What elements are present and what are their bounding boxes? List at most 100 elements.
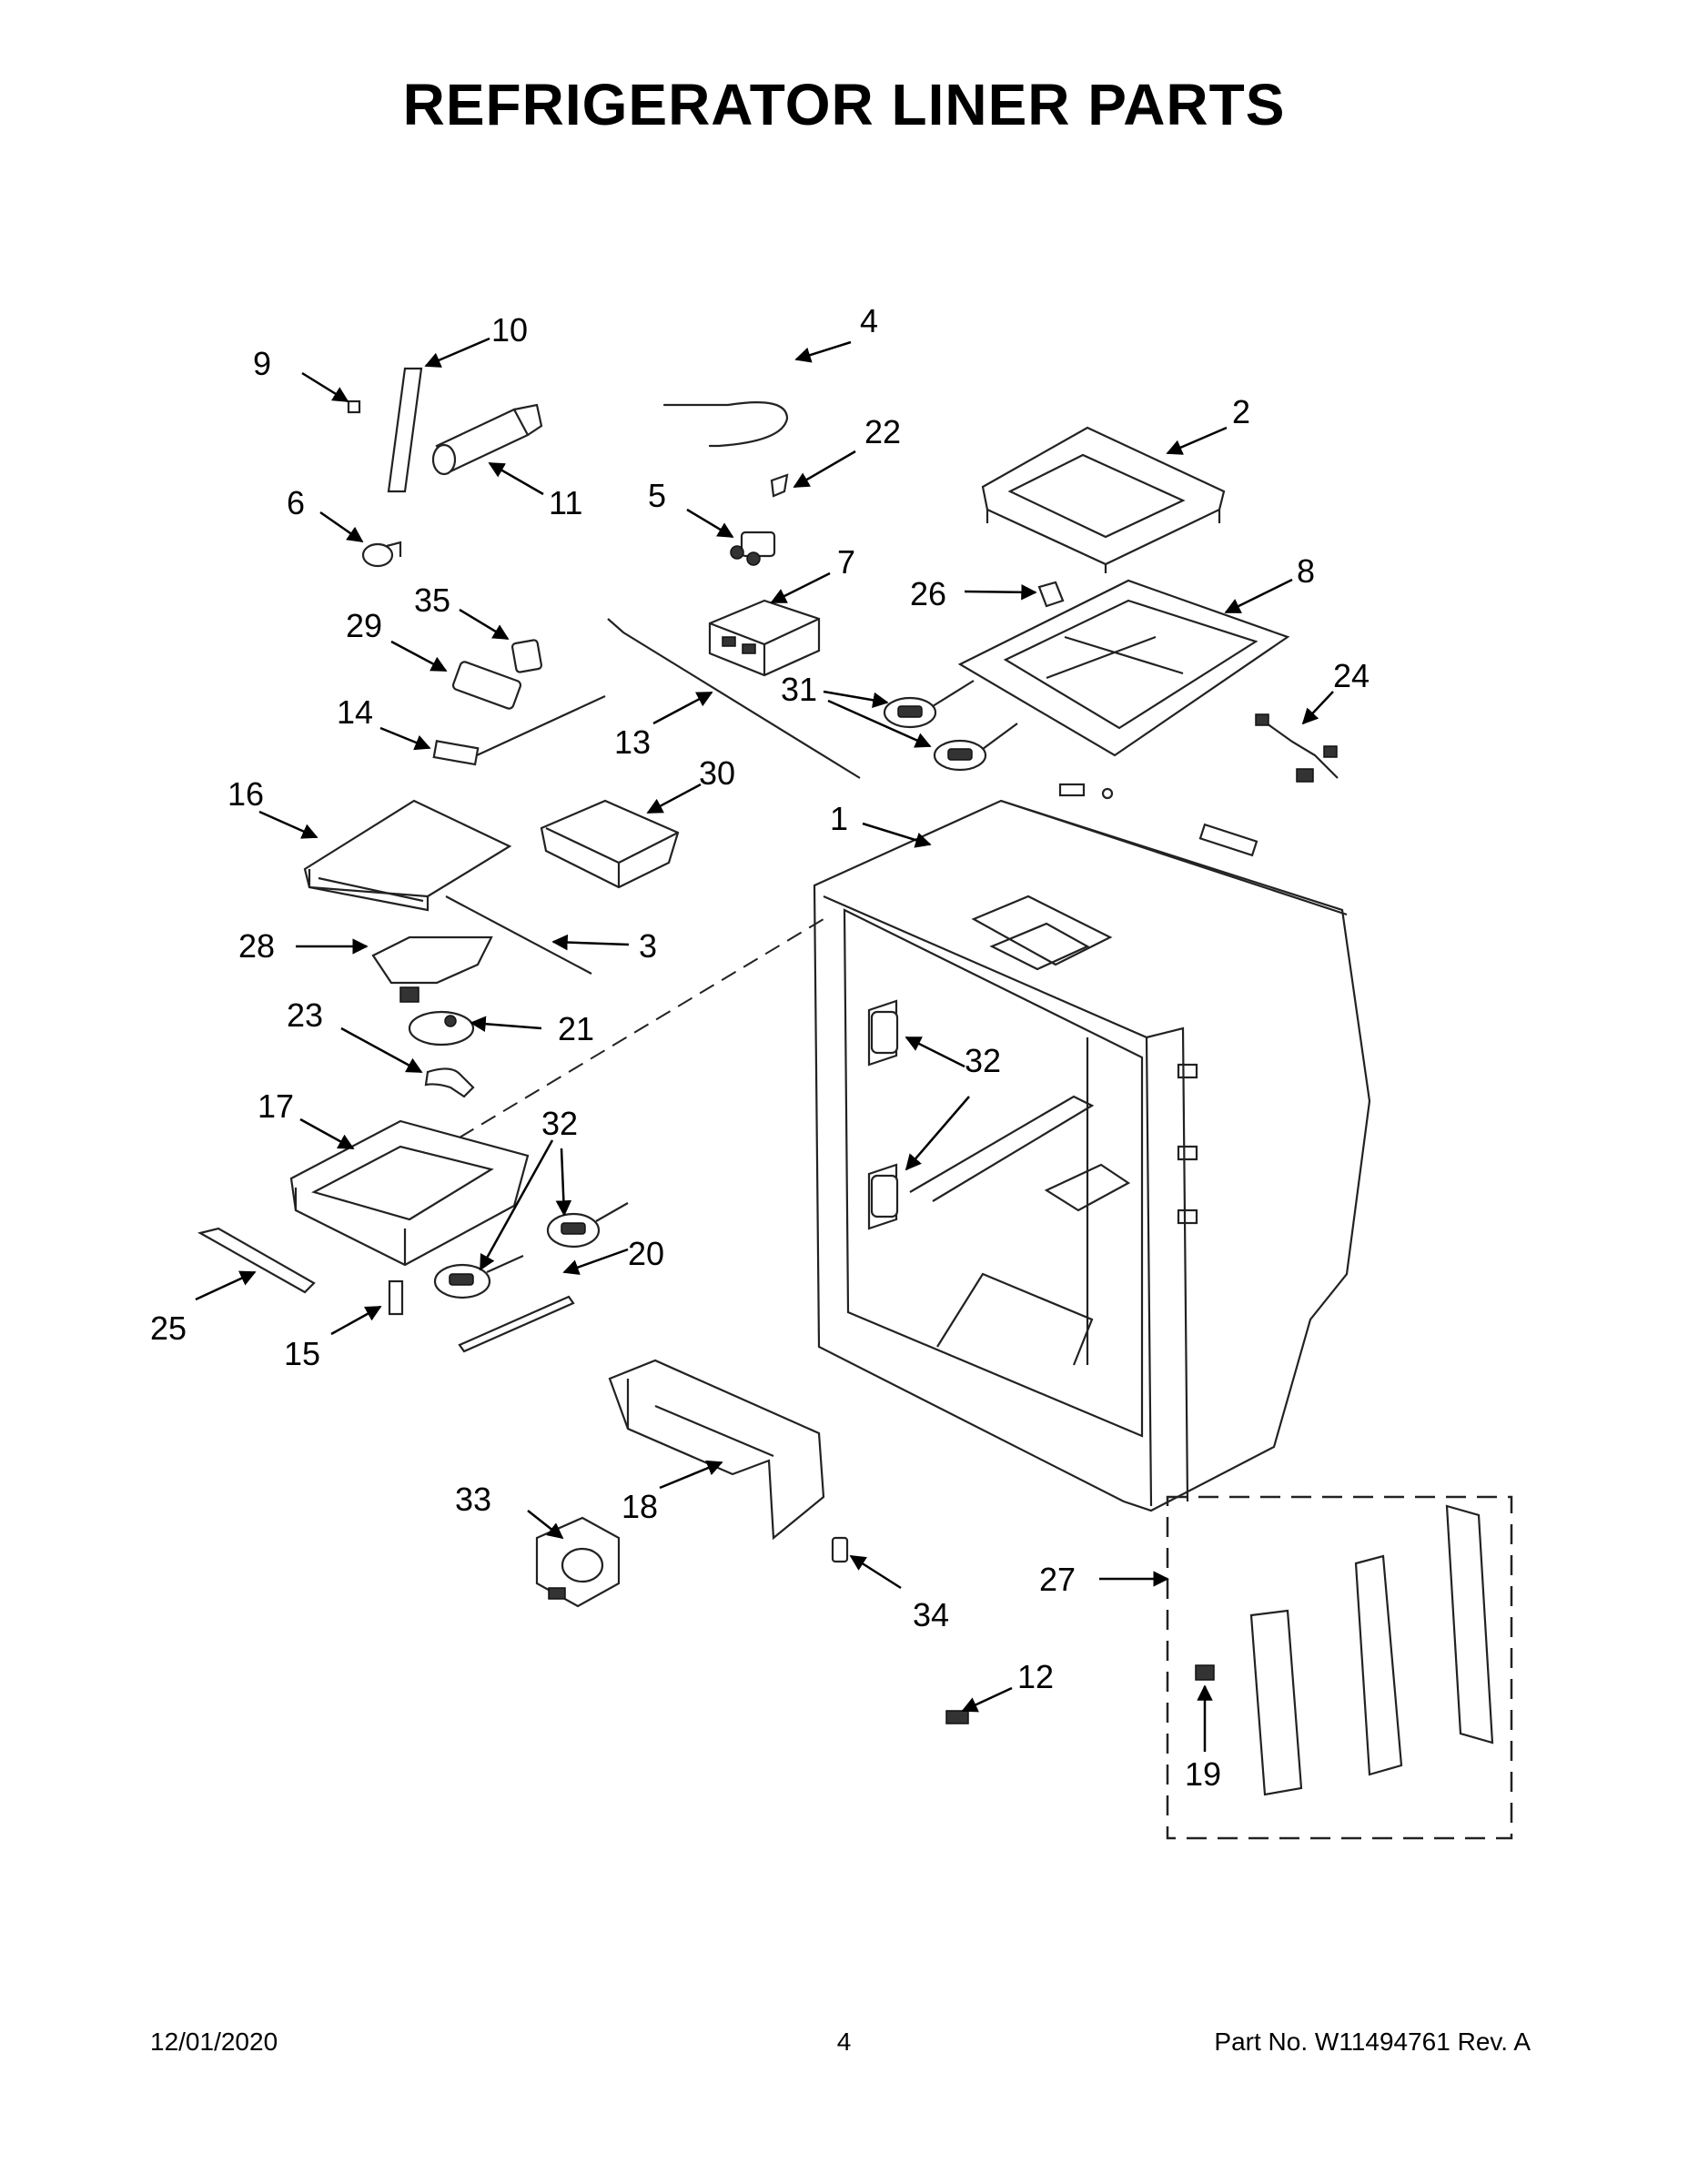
part-4-hose (662, 401, 789, 448)
leader-11 (488, 461, 544, 496)
part-9-clip (347, 399, 361, 414)
callout-24: 24 (1333, 657, 1370, 694)
page-title: REFRIGERATOR LINER PARTS (402, 72, 1286, 137)
callout-30: 30 (699, 754, 735, 792)
callout-12: 12 (1017, 1658, 1054, 1695)
callout-21: 21 (558, 1010, 594, 1047)
callout-20: 20 (628, 1235, 664, 1272)
callout-15: 15 (284, 1335, 320, 1372)
part-19-small (1195, 1664, 1215, 1681)
callout-3: 3 (639, 927, 657, 965)
leader-30 (646, 783, 702, 814)
leader-35 (459, 608, 510, 641)
leader-18 (659, 1460, 723, 1490)
part-32-upper-sensors (870, 1010, 899, 1218)
callout-29: 29 (346, 607, 382, 644)
part-16-control-board (303, 799, 512, 912)
leader-10 (424, 337, 490, 368)
part-24-harness (1255, 713, 1339, 783)
callout-19: 19 (1185, 1755, 1221, 1793)
leader-12 (961, 1686, 1013, 1713)
callout-26: 26 (910, 575, 946, 612)
part-35-gasket (510, 639, 543, 673)
leader-33 (527, 1510, 564, 1540)
callout-6: 6 (287, 484, 305, 521)
part-10-bracket (387, 367, 423, 493)
footer-part-number: Part No. W11494761 Rev. A (1214, 2027, 1531, 2056)
leader-34 (849, 1554, 902, 1590)
leader-2 (1166, 426, 1228, 455)
part-32-lower-sensors (433, 1202, 629, 1299)
callout-33: 33 (455, 1481, 491, 1518)
callout-31: 31 (781, 671, 817, 708)
leader-15 (330, 1305, 382, 1336)
callout-34: 34 (913, 1596, 949, 1633)
part-29-gasket (451, 661, 522, 710)
leader-31a (823, 690, 889, 708)
part-31-sensors (883, 680, 1018, 772)
leader-7 (770, 571, 831, 604)
part-30-cover (540, 799, 680, 889)
callout-25: 25 (150, 1309, 187, 1347)
callout-5: 5 (648, 477, 666, 514)
leader-32-lower-a (479, 1139, 554, 1271)
callout-16: 16 (227, 775, 264, 813)
liner-box (813, 783, 1371, 1512)
part-27-kit-box (1166, 1495, 1513, 1840)
callout-9: 9 (253, 345, 271, 382)
part-26-clip (1037, 581, 1065, 608)
leader-17 (299, 1117, 355, 1150)
leader-32-upper-a (905, 1036, 965, 1068)
callout-13: 13 (614, 723, 651, 761)
leader-21 (470, 1016, 542, 1032)
part-25-trim (197, 1227, 316, 1294)
part-20-light-bar (458, 1295, 575, 1353)
leader-31b (827, 699, 932, 748)
leader-32-lower-b (555, 1148, 572, 1217)
part-8-cover-plate (957, 579, 1290, 757)
leader-9 (301, 371, 349, 403)
callout-18: 18 (622, 1488, 658, 1525)
part-17-housing (289, 1119, 530, 1267)
part-6-valve (361, 541, 402, 568)
part-18-bracket (608, 1359, 825, 1541)
part-2-housing (981, 426, 1226, 573)
leader-24 (1301, 691, 1334, 725)
callout-11: 11 (549, 484, 582, 521)
leader-14 (379, 726, 431, 751)
callout-28: 28 (238, 927, 275, 965)
part-5-valve (730, 531, 776, 566)
callout-numbers: 1 2 3 4 5 6 7 8 9 10 11 12 13 14 15 16 1… (150, 302, 1370, 1793)
part-12-part (945, 1710, 969, 1724)
dashed-alignment-line (459, 918, 824, 1138)
leader-3 (551, 934, 630, 951)
callout-14: 14 (337, 693, 373, 731)
callout-17: 17 (258, 1087, 294, 1125)
leader-6 (319, 511, 364, 543)
part-3-wire (445, 895, 592, 975)
part-15-screw (388, 1279, 404, 1316)
leader-25 (195, 1270, 257, 1301)
leader-22 (793, 450, 856, 489)
leader-8 (1224, 578, 1293, 614)
callout-7: 7 (837, 543, 855, 581)
leader-4 (794, 340, 852, 363)
callout-35: 35 (414, 581, 450, 619)
part-7-box (708, 599, 821, 677)
leader-20 (562, 1248, 629, 1275)
part-34-clip (831, 1536, 849, 1563)
part-13-rod (607, 618, 861, 779)
callout-1: 1 (830, 800, 848, 837)
leader-13 (652, 691, 713, 725)
callout-27: 27 (1039, 1561, 1076, 1598)
footer-date: 12/01/2020 (150, 2027, 278, 2056)
leader-23 (340, 1026, 423, 1074)
leader-32-upper-b (905, 1096, 970, 1171)
part-21-fan (408, 1010, 475, 1046)
leader-5 (686, 508, 734, 539)
part-14-sensor (432, 695, 606, 766)
callout-32-upper: 32 (965, 1042, 1001, 1079)
footer-page-number: 4 (836, 2027, 852, 2056)
callout-8: 8 (1297, 552, 1315, 590)
